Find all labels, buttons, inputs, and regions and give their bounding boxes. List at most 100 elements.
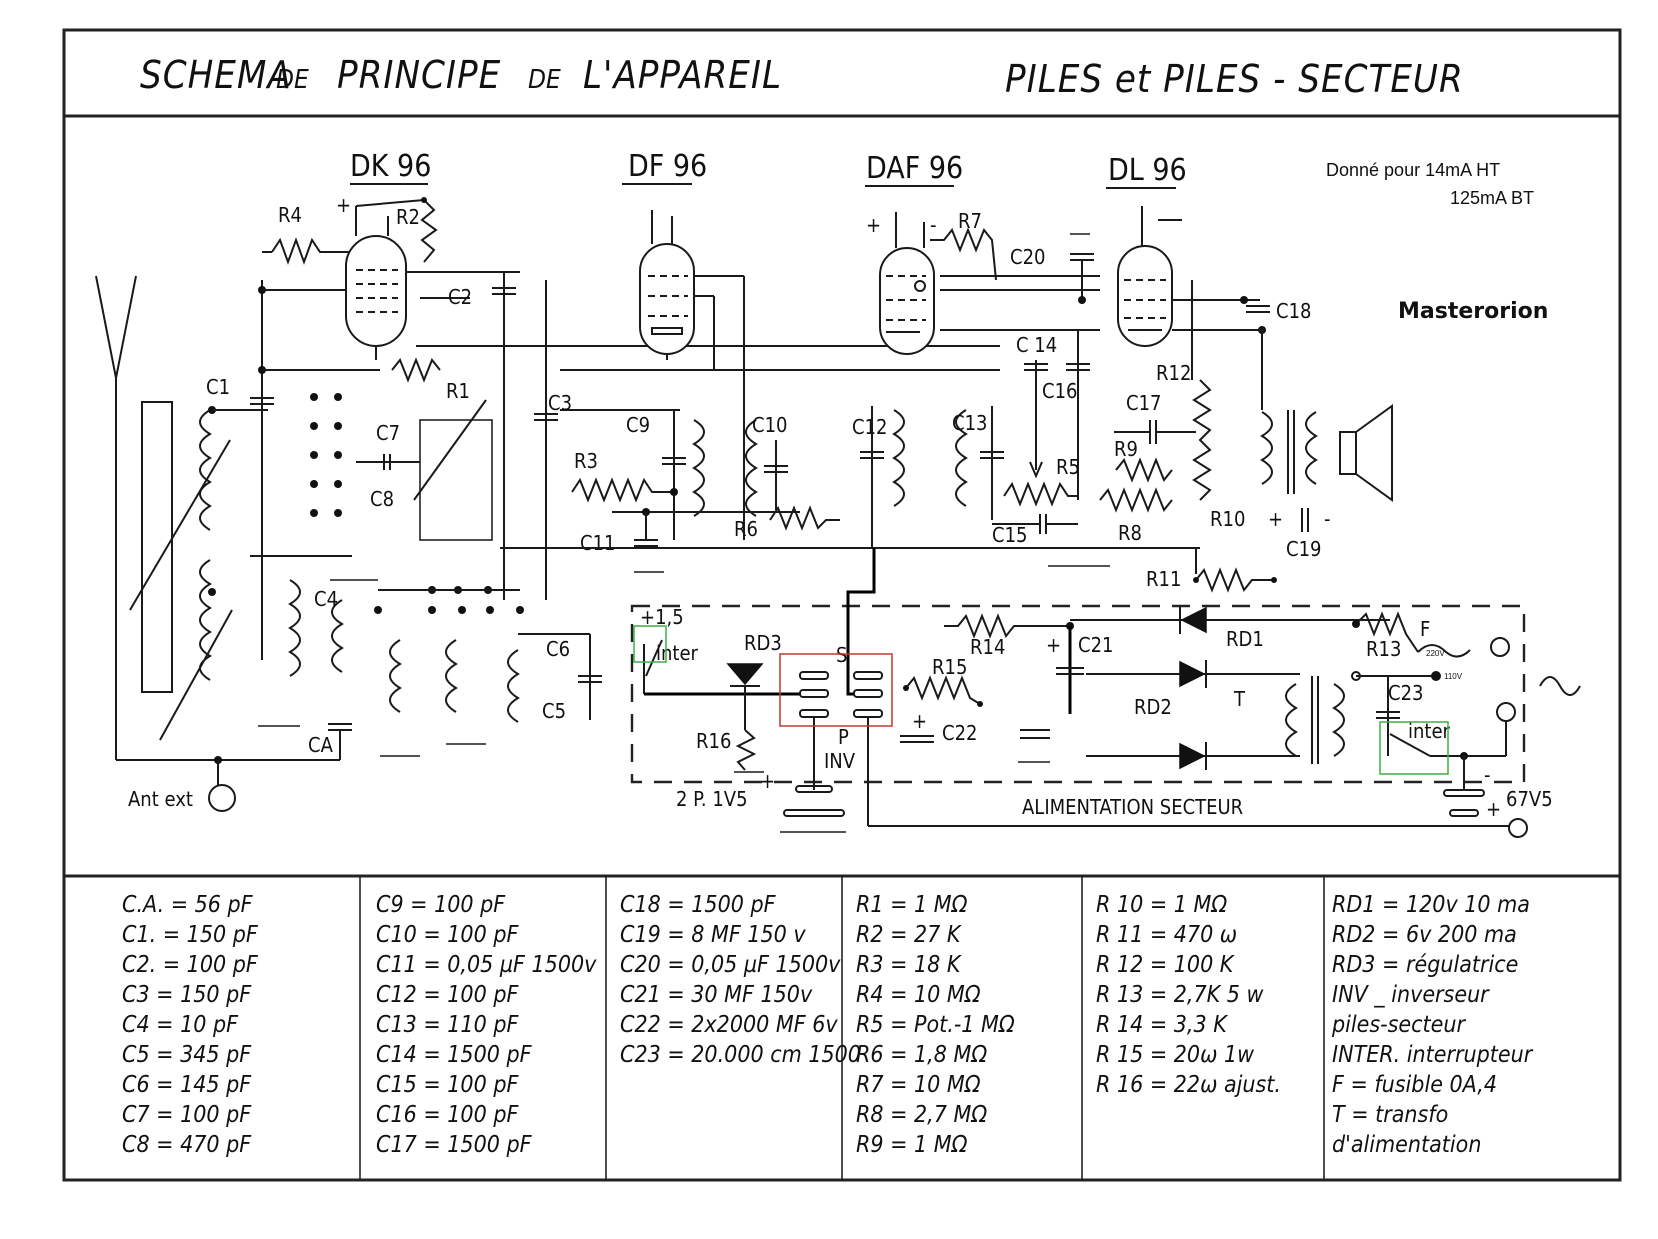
- legend-entry: R7 = 10 MΩ: [856, 1072, 981, 1098]
- resistor-r8: [1099, 487, 1173, 513]
- label-r13: R13: [1366, 637, 1401, 661]
- label-minus-c19: -: [1324, 507, 1331, 531]
- band-switch-block: C7 C8 R1 C4 CA C6 C5: [250, 379, 602, 760]
- tube-label-dk96: DK 96: [350, 149, 431, 184]
- if-transformer-2: C12 C13 R5 C15: [852, 406, 1110, 567]
- label-plus-c21: +: [1046, 633, 1061, 657]
- label-plus-dk96: +: [336, 193, 351, 217]
- fuse-icon: [1417, 644, 1471, 658]
- legend-entry: R1 = 1 MΩ: [856, 892, 968, 918]
- legend-entry: R6 = 1,8 MΩ: [856, 1042, 987, 1068]
- label-c16: C16: [1042, 379, 1077, 403]
- legend-entry: C22 = 2x2000 MF 6v: [620, 1012, 838, 1038]
- legend-entry: C13 = 110 pF: [376, 1012, 519, 1038]
- label-c8: C8: [370, 487, 394, 511]
- label-ant-ext: Ant ext: [128, 787, 193, 811]
- label-r12: R12: [1156, 361, 1191, 385]
- tube-daf96: + - R7 C20 C 14 C16: [866, 209, 1100, 500]
- label-plus-c19: +: [1268, 507, 1283, 531]
- label-s: S: [836, 643, 847, 667]
- tube-dl96: C18 R12 C17 R9 R8 R10 + - C19 R11: [1099, 206, 1393, 593]
- label-r16: R16: [696, 729, 731, 753]
- legend-entry: T = transfo: [1332, 1102, 1448, 1128]
- resistor-r14: [944, 613, 1070, 639]
- label-c6: C6: [546, 637, 570, 661]
- legend-entry: R 14 = 3,3 K: [1096, 1012, 1228, 1038]
- label-plus-1v5: +1,5: [640, 605, 684, 629]
- title-word-de: DE: [276, 65, 309, 95]
- label-c12: C12: [852, 415, 887, 439]
- label-c22: C22: [942, 721, 977, 745]
- label-r15: R15: [932, 655, 967, 679]
- legend-entry: R5 = Pot.-1 MΩ: [856, 1012, 1015, 1038]
- diode-rd1: [1180, 606, 1207, 634]
- power-supply: +1,5 inter RD3 R16 S P INV R15: [633, 548, 1581, 838]
- legend-entry: C16 = 100 pF: [376, 1102, 519, 1128]
- label-r4: R4: [278, 203, 302, 227]
- highlight-inv: [779, 653, 893, 727]
- resistor-r6-left: [391, 357, 441, 383]
- legend-entry: C.A. = 56 pF: [122, 892, 254, 918]
- label-t: T: [1233, 687, 1246, 711]
- legend-entry: R4 = 10 MΩ: [856, 982, 981, 1008]
- current-note-bt: 125mA BT: [1450, 188, 1534, 208]
- legend-entry: RD1 = 120v 10 ma: [1332, 892, 1530, 918]
- legend-entry: C8 = 470 pF: [122, 1132, 252, 1158]
- resistor-r11: [1195, 567, 1274, 593]
- legend-entry: C3 = 150 pF: [122, 982, 252, 1008]
- label-fuse: F: [1420, 617, 1430, 641]
- label-plus-67v5: +: [1486, 797, 1501, 821]
- switch-inter-mains: [1389, 733, 1431, 757]
- label-c5: C5: [542, 699, 566, 723]
- resistor-r15: [905, 675, 981, 705]
- legend-col-resistors-2: R 10 = 1 MΩR 11 = 470 ωR 12 = 100 KR 13 …: [1096, 892, 1281, 1098]
- legend-entry: R 16 = 22ω ajust.: [1096, 1072, 1281, 1098]
- switch-inter-battery: [645, 639, 663, 677]
- label-c19: C19: [1286, 537, 1321, 561]
- legend-entry: R 12 = 100 K: [1096, 952, 1235, 978]
- tube-label-daf96: DAF 96: [866, 151, 963, 186]
- label-67v5: 67V5: [1506, 787, 1553, 811]
- title-word-de-2: DE: [528, 65, 561, 95]
- watermark-masterorion: Masterorion: [1398, 299, 1548, 324]
- legend-entry: piles-secteur: [1331, 1012, 1466, 1038]
- ac-mains-icon: [1539, 676, 1581, 696]
- legend-entry: F = fusible 0A,4: [1332, 1072, 1497, 1098]
- legend-entry: INTER. interrupteur: [1332, 1042, 1534, 1068]
- power-supply-box: [630, 604, 1526, 784]
- legend-table: [359, 876, 1325, 1180]
- highlight-inter-battery: [633, 625, 667, 663]
- potentiometer-r5: [1003, 481, 1078, 507]
- legend-entry: RD2 = 6v 200 ma: [1332, 922, 1517, 948]
- label-r1: R1: [446, 379, 470, 403]
- label-c14: C 14: [1016, 333, 1057, 357]
- current-note-ht: Donné pour 14mA HT: [1326, 160, 1500, 180]
- terminal-67v5-icon: [1508, 818, 1528, 838]
- label-rd1: RD1: [1226, 627, 1264, 651]
- legend-entry: C10 = 100 pF: [376, 922, 519, 948]
- label-c17: C17: [1126, 391, 1161, 415]
- label-c3: C3: [548, 391, 572, 415]
- legend-entry: RD3 = régulatrice: [1332, 952, 1518, 978]
- legend-entry: C7 = 100 pF: [122, 1102, 252, 1128]
- label-c15: C15: [992, 523, 1027, 547]
- label-c20: C20: [1010, 245, 1045, 269]
- label-r5: R5: [1056, 455, 1080, 479]
- legend-entry: C17 = 1500 pF: [376, 1132, 533, 1158]
- label-c9: C9: [626, 413, 650, 437]
- highlight-inter-mains: [1379, 721, 1449, 775]
- header-title-left: SCHEMA DE PRINCIPE DE L'APPAREIL: [140, 53, 781, 97]
- label-plus-daf96: +: [866, 213, 881, 237]
- if-transformer-1: C9 C10 R3 C11 C3 R6: [500, 391, 1200, 573]
- legend-entry: C6 = 145 pF: [122, 1072, 252, 1098]
- ferrite-rod: [141, 401, 173, 693]
- resistor-r4: [271, 237, 350, 265]
- label-plus-c22: +: [912, 709, 927, 733]
- legend-entry: R9 = 1 MΩ: [856, 1132, 968, 1158]
- label-alimentation-secteur: ALIMENTATION SECTEUR: [1022, 795, 1243, 819]
